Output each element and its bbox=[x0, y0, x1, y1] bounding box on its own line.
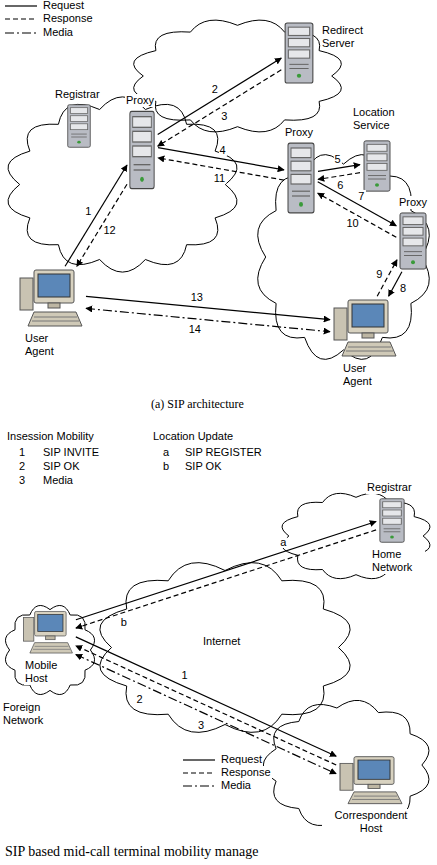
server: Location Service bbox=[362, 140, 392, 192]
step-number: 4 bbox=[219, 144, 227, 156]
host-computer: User Agent bbox=[332, 298, 398, 360]
step-number: 1 bbox=[84, 205, 92, 217]
server-icon bbox=[283, 22, 315, 84]
legend-text: Response bbox=[220, 766, 272, 779]
node-label: Registrar bbox=[366, 481, 413, 494]
step-number: a bbox=[279, 536, 287, 548]
node-label: Mobile Host bbox=[24, 659, 64, 685]
computer-icon bbox=[332, 298, 398, 360]
server: Proxy bbox=[286, 142, 316, 214]
node-label: Proxy bbox=[125, 94, 155, 107]
legend-sample bbox=[183, 785, 215, 786]
legend-text: Request bbox=[220, 753, 263, 766]
network-cloud: Home Network Registrar bbox=[275, 488, 437, 584]
step-number: 6 bbox=[336, 179, 344, 191]
node-label: Home Network bbox=[371, 548, 425, 574]
server-icon bbox=[362, 140, 392, 192]
figure-caption: SIP based mid-call terminal mobility man… bbox=[4, 845, 259, 858]
request-arrow bbox=[76, 637, 336, 756]
network-cloud bbox=[8, 97, 237, 272]
response-arrow bbox=[158, 70, 282, 146]
legend-note: 1 bbox=[18, 446, 26, 459]
legend-note: SIP INVITE bbox=[42, 446, 100, 459]
server-icon bbox=[378, 498, 406, 543]
server: Redirect Server bbox=[283, 22, 315, 84]
legend-sample bbox=[183, 772, 215, 773]
node-label: Correspondent Host bbox=[322, 809, 420, 835]
step-number: 7 bbox=[357, 190, 365, 202]
legend-note: a bbox=[162, 446, 170, 459]
computer-icon bbox=[18, 268, 84, 330]
legend-text: Request bbox=[42, 0, 85, 12]
legend-note: 2 bbox=[18, 460, 26, 473]
response-arrow bbox=[77, 184, 127, 266]
step-number: b bbox=[120, 616, 128, 628]
computer-icon bbox=[22, 610, 74, 656]
step-number: 9 bbox=[375, 268, 383, 280]
network-cloud bbox=[134, 20, 342, 132]
step-number: 3 bbox=[220, 110, 228, 122]
server: Registrar bbox=[66, 104, 92, 148]
host-computer: Correspondent Host bbox=[338, 755, 404, 807]
node-label: Registrar bbox=[54, 88, 101, 101]
request-arrow bbox=[318, 165, 360, 172]
node-label: Proxy bbox=[398, 196, 428, 209]
legend-note: SIP OK bbox=[42, 460, 80, 473]
media-stream bbox=[86, 308, 330, 331]
request-arrow bbox=[65, 165, 127, 266]
node-label: Proxy bbox=[284, 126, 314, 139]
computer-icon bbox=[338, 755, 404, 807]
node-label: Internet bbox=[202, 635, 241, 648]
legend-note: SIP OK bbox=[184, 460, 222, 473]
response-arrow bbox=[76, 646, 336, 765]
node-label: Foreign Network bbox=[2, 701, 56, 727]
legend-sample bbox=[183, 759, 215, 760]
host-computer: Mobile Host bbox=[22, 610, 74, 656]
request-arrow bbox=[76, 522, 376, 620]
legend-note: Media bbox=[42, 474, 74, 487]
server-icon bbox=[286, 142, 316, 214]
server-icon bbox=[128, 110, 156, 190]
step-number: 13 bbox=[190, 291, 204, 303]
legend-text: Media bbox=[42, 26, 74, 39]
step-number: 1 bbox=[180, 669, 188, 681]
step-number: 5 bbox=[334, 153, 342, 165]
step-number: 10 bbox=[345, 217, 359, 229]
request-arrow bbox=[86, 296, 330, 319]
node-label: Location Service bbox=[352, 106, 409, 132]
legend-note: 3 bbox=[18, 474, 26, 487]
network-cloud: Foreign NetworkMobile Host bbox=[0, 600, 100, 700]
server: Proxy bbox=[128, 110, 156, 190]
legend-text: Media bbox=[220, 779, 252, 792]
step-number: 11 bbox=[213, 172, 226, 184]
legend-sample bbox=[5, 5, 37, 6]
host-computer: User Agent bbox=[18, 268, 84, 330]
node-label: Redirect Server bbox=[321, 24, 375, 50]
request-arrow bbox=[158, 58, 282, 134]
step-number: 8 bbox=[399, 282, 407, 294]
step-number: 14 bbox=[188, 323, 202, 335]
legend-note: Insession Mobility bbox=[6, 430, 95, 443]
step-number: 12 bbox=[102, 224, 116, 236]
server-icon bbox=[398, 212, 428, 270]
step-number: 2 bbox=[211, 83, 219, 95]
server: Proxy bbox=[398, 212, 428, 270]
node-label: User Agent bbox=[342, 362, 386, 388]
step-number: 3 bbox=[197, 719, 205, 731]
sub-caption: (a) SIP architecture bbox=[150, 398, 245, 411]
node-label: User Agent bbox=[24, 332, 68, 358]
legend-note: Location Update bbox=[152, 430, 234, 443]
legend-sample bbox=[5, 18, 37, 19]
server-icon bbox=[66, 104, 92, 148]
server: Registrar bbox=[378, 498, 406, 543]
network-cloud bbox=[258, 155, 430, 360]
network-cloud: Internet bbox=[90, 555, 360, 740]
step-number: 2 bbox=[136, 693, 144, 705]
legend-text: Response bbox=[42, 12, 94, 25]
legend-sample bbox=[5, 32, 37, 33]
legend-note: b bbox=[162, 460, 170, 473]
legend-note: SIP REGISTER bbox=[184, 446, 263, 459]
response-arrow bbox=[76, 530, 376, 628]
